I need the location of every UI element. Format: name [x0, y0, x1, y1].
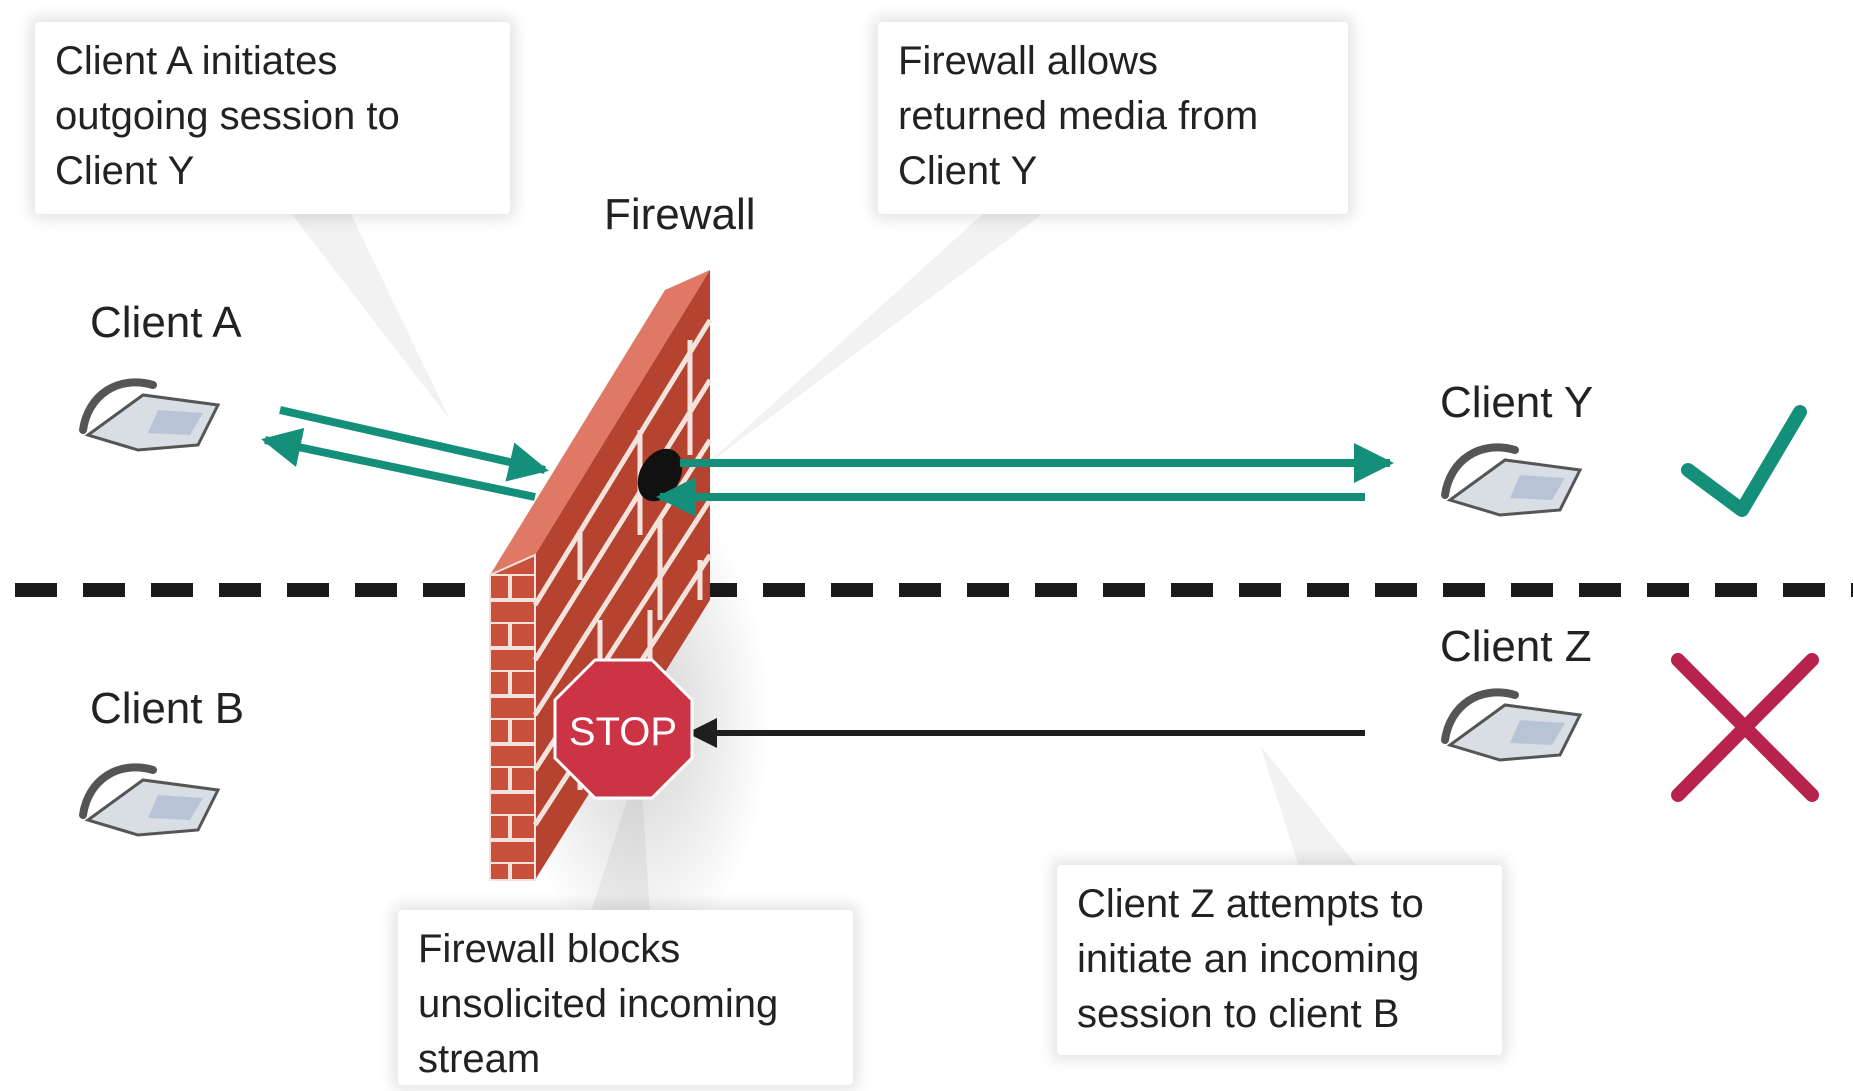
- check-mark-icon: [1681, 405, 1807, 517]
- stop-sign-text: STOP: [569, 710, 677, 754]
- callout-firewall-allows: Firewall allows returned media from Clie…: [878, 22, 1348, 214]
- firewall-label: Firewall: [604, 190, 756, 239]
- client-b-label: Client B: [90, 684, 245, 733]
- arrow-client-a-to-firewall: [279, 406, 549, 482]
- phone-icon: [1441, 443, 1583, 517]
- stop-sign: STOP: [553, 658, 694, 800]
- arrow-firewall-to-client-a: [261, 427, 536, 501]
- x-mark-icon: [1671, 653, 1819, 802]
- client-z-label: Client Z: [1440, 622, 1592, 671]
- firewall-wall: [489, 270, 770, 960]
- phone-icon: [79, 763, 221, 837]
- client-y-label: Client Y: [1440, 378, 1594, 427]
- callout-client-a-initiates: Client A initiates outgoing session to C…: [35, 22, 510, 214]
- phone-icon: [1441, 688, 1583, 762]
- phone-icon: [79, 378, 221, 452]
- client-a-label: Client A: [90, 298, 242, 347]
- callout-pointer: [700, 212, 1045, 470]
- callout-pointer: [1260, 745, 1360, 870]
- callout-client-z-attempts: Client Z attempts to initiate an incomin…: [1057, 865, 1502, 1055]
- callout-pointer: [290, 212, 450, 420]
- callout-firewall-blocks: Firewall blocks unsolicited incoming str…: [398, 910, 853, 1085]
